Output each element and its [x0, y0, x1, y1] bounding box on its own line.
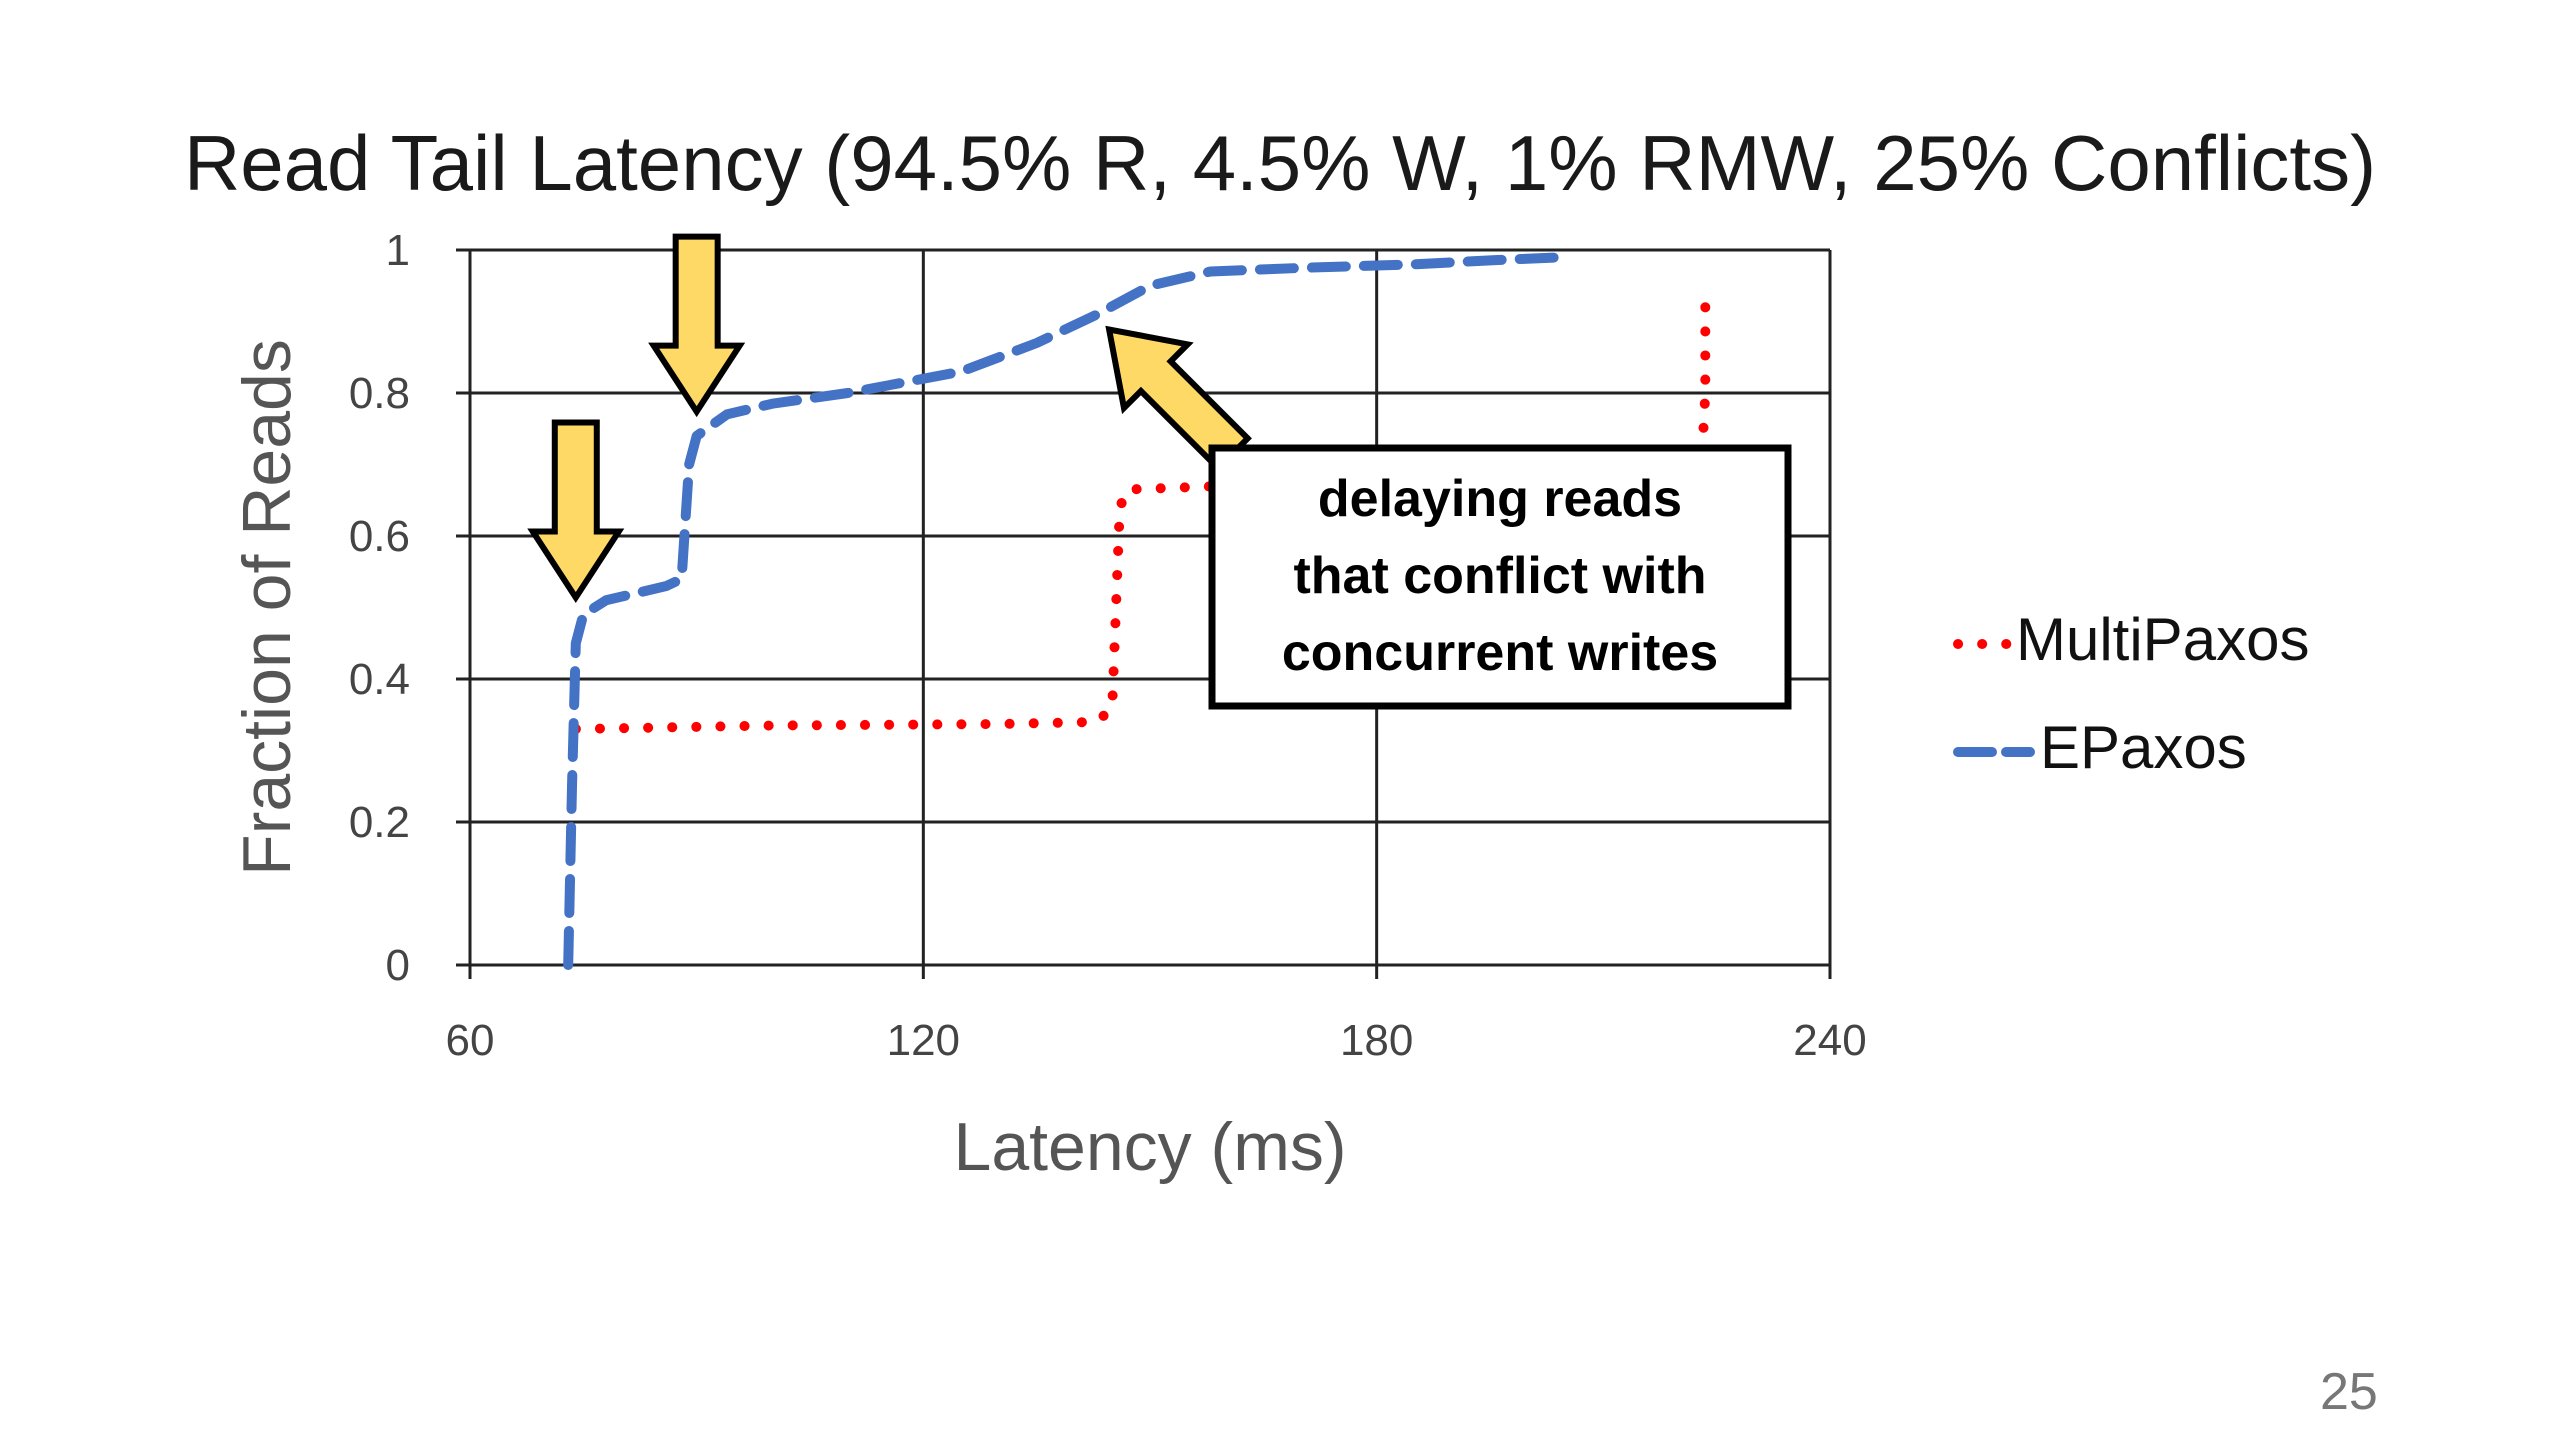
- page-number: 25: [2320, 1363, 2378, 1421]
- annotation-box: [1208, 444, 1792, 710]
- arrow-diagonal: [1105, 325, 1252, 473]
- legend-label-multipaxos: MultiPaxos: [2016, 606, 2309, 673]
- series-line-epaxos: [563, 252, 1571, 970]
- y-axis-label: Fraction of Reads: [229, 339, 305, 876]
- x-tick-label: 240: [1793, 1016, 1866, 1065]
- x-tick-label: 180: [1340, 1016, 1413, 1065]
- arrow-down-1: [527, 419, 625, 603]
- y-tick-label: 0.8: [349, 369, 410, 418]
- annotation-text-line: concurrent writes: [1282, 624, 1718, 682]
- x-tick-label: 120: [887, 1016, 960, 1065]
- y-tick-label: 0: [386, 941, 410, 990]
- x-tick-label: 60: [446, 1016, 495, 1065]
- y-tick-label: 0.6: [349, 512, 410, 561]
- x-axis-label: Latency (ms): [954, 1109, 1347, 1185]
- arrow-down-2: [648, 233, 746, 418]
- annotation-text-line: that conflict with: [1293, 547, 1706, 605]
- y-tick-label: 1: [386, 226, 410, 275]
- annotation-text-line: delaying reads: [1318, 470, 1682, 528]
- y-tick-label: 0.2: [349, 798, 410, 847]
- chart-title: Read Tail Latency (94.5% R, 4.5% W, 1% R…: [183, 119, 2377, 207]
- y-tick-label: 0.4: [349, 655, 410, 704]
- legend-label-epaxos: EPaxos: [2040, 714, 2247, 781]
